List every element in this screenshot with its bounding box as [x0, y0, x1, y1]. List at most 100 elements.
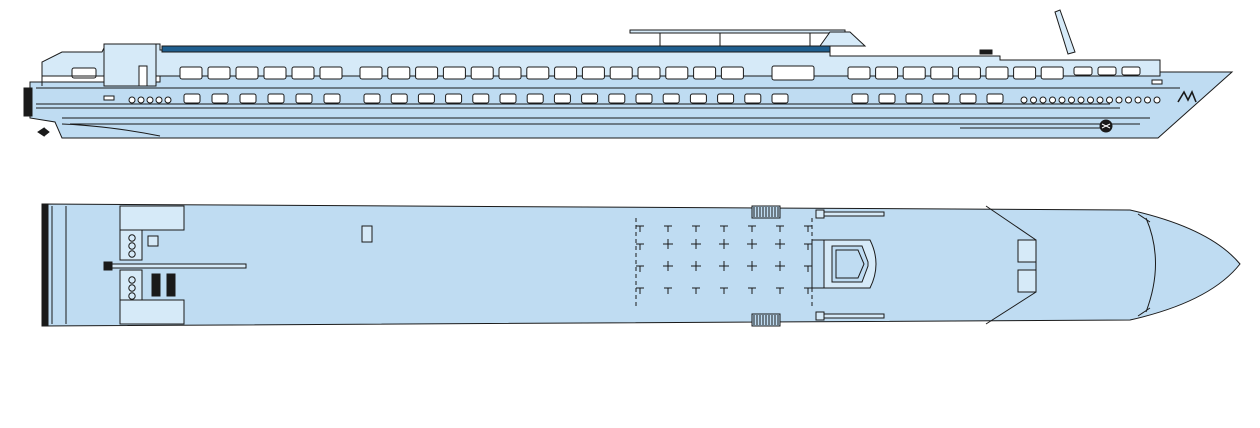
- gangway-base: [816, 210, 824, 218]
- upper-window: [986, 67, 1008, 79]
- upper-window: [180, 67, 202, 79]
- lower-window: [418, 94, 434, 103]
- upper-window: [582, 67, 604, 79]
- lower-window: [852, 94, 868, 103]
- deck-fixture: [129, 293, 135, 299]
- upper-window: [264, 67, 286, 79]
- deck-chair-icon: [636, 266, 644, 272]
- lower-window: [906, 94, 922, 103]
- deck-hatch: [362, 226, 372, 242]
- lower-window: [364, 94, 380, 103]
- ship-side-profile: [24, 10, 1232, 138]
- upper-window: [388, 67, 410, 79]
- upper-window: [958, 67, 980, 79]
- deck-chair-icon: [636, 244, 644, 250]
- porthole: [1116, 97, 1122, 103]
- lower-window: [609, 94, 625, 103]
- lower-window: [324, 94, 340, 103]
- upper-window: [292, 67, 314, 79]
- deck-chair-icon: [720, 288, 728, 294]
- porthole: [138, 97, 144, 103]
- upper-window: [848, 67, 870, 79]
- anchor-mark: [1102, 124, 1110, 128]
- aft-deckhouse: [120, 206, 184, 230]
- upper-window: [236, 67, 258, 79]
- bridge-wing: [980, 50, 992, 54]
- deck-chair-icon: [748, 226, 756, 232]
- lower-window: [960, 94, 976, 103]
- deck-chair-icon: [775, 239, 785, 249]
- upper-window: [1074, 67, 1092, 75]
- deck-fixture: [129, 251, 135, 257]
- deck-chair-icon: [636, 288, 644, 294]
- bow-line: [62, 124, 160, 136]
- deck-chair-icon: [691, 239, 701, 249]
- upper-window: [443, 67, 465, 79]
- ship-deck-plan: [42, 204, 1240, 326]
- upper-window: [876, 67, 898, 79]
- lower-window: [554, 94, 570, 103]
- lower-window: [212, 94, 228, 103]
- deck-chair-icon: [748, 288, 756, 294]
- lounge-window: [772, 66, 814, 80]
- deck-fixture: [129, 277, 135, 283]
- lower-window: [296, 94, 312, 103]
- porthole: [1145, 97, 1151, 103]
- deck-chair-icon: [776, 226, 784, 232]
- deck-chair-icon: [804, 226, 812, 232]
- deck-chair-icon: [804, 244, 812, 250]
- upper-window: [471, 67, 493, 79]
- logo-mark-icon: [1178, 92, 1196, 102]
- upper-window: [721, 67, 743, 79]
- hull-marking: [104, 96, 114, 100]
- deck-chair-icon: [804, 266, 812, 272]
- lower-window: [987, 94, 1003, 103]
- porthole: [1069, 97, 1075, 103]
- aft-tower: [104, 44, 156, 86]
- lower-window: [690, 94, 706, 103]
- wheelhouse-icon: [820, 32, 865, 46]
- deck-chair-icon: [664, 288, 672, 294]
- deck-chair-icon: [663, 261, 673, 271]
- crane-base: [104, 262, 112, 270]
- sun-deck-awning: [630, 30, 845, 33]
- deck-chair-icon: [664, 226, 672, 232]
- deck-circles: [129, 235, 135, 299]
- upper-window: [694, 67, 716, 79]
- upper-window: [1122, 67, 1140, 75]
- vent: [167, 274, 175, 296]
- lower-window: [933, 94, 949, 103]
- porthole: [1040, 97, 1046, 103]
- sun-deck-stripe: [162, 46, 830, 52]
- porthole: [165, 97, 171, 103]
- porthole: [147, 97, 153, 103]
- porthole: [1126, 97, 1132, 103]
- deck-chair-icon: [719, 239, 729, 249]
- porthole: [1107, 97, 1113, 103]
- deck-chair-icon: [747, 261, 757, 271]
- deck-chair-grid: [636, 218, 812, 306]
- upper-window: [1098, 67, 1116, 75]
- upper-window: [903, 67, 925, 79]
- mast: [1055, 10, 1075, 54]
- wheelhouse-frame: [812, 240, 824, 288]
- deck-chair-icon: [747, 239, 757, 249]
- lower-window: [718, 94, 734, 103]
- deck-chair-icon: [692, 288, 700, 294]
- lower-window: [772, 94, 788, 103]
- stern-cap: [42, 204, 48, 326]
- upper-window: [499, 67, 521, 79]
- upper-window: [1014, 67, 1036, 79]
- deck-chair-icon: [692, 226, 700, 232]
- upper-window: [360, 67, 382, 79]
- porthole: [1050, 97, 1056, 103]
- lower-window: [636, 94, 652, 103]
- upper-window: [208, 67, 230, 79]
- deck-fixture: [129, 285, 135, 291]
- deck-chair-icon: [804, 288, 812, 294]
- deck-chair-icon: [720, 226, 728, 232]
- lower-window: [879, 94, 895, 103]
- vent: [152, 274, 160, 296]
- porthole: [1135, 97, 1141, 103]
- lower-window: [240, 94, 256, 103]
